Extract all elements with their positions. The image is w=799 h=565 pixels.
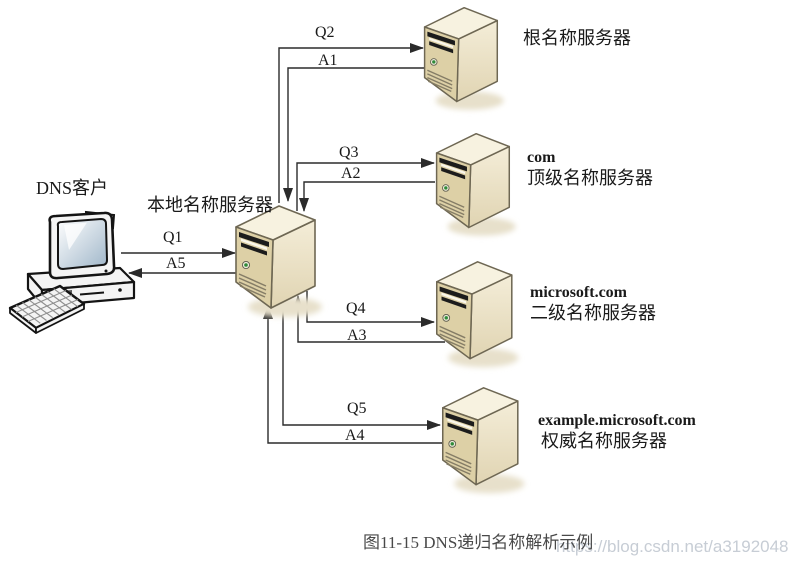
- authoritative-server-domain: example.microsoft.com: [538, 412, 696, 429]
- edge-label-a2: A2: [341, 165, 361, 182]
- authoritative-name-server-icon: [443, 388, 525, 493]
- edge-label-a4: A4: [345, 427, 365, 444]
- local-server-label: 本地名称服务器: [147, 195, 273, 215]
- second-level-server-domain: microsoft.com: [530, 284, 627, 301]
- edge-label-a3: A3: [347, 327, 367, 344]
- second-level-server-label: 二级名称服务器: [530, 303, 656, 323]
- authoritative-server-label: 权威名称服务器: [541, 431, 667, 451]
- local-name-server-icon: [236, 206, 322, 317]
- edge-label-q5: Q5: [347, 400, 367, 417]
- edge-q4-line: [306, 291, 435, 327]
- edge-a2-line: [299, 181, 435, 212]
- edge-label-q4: Q4: [346, 300, 366, 317]
- edge-label-a5: A5: [166, 255, 186, 272]
- second-level-name-server-icon: [437, 262, 519, 367]
- edge-q2-line: [278, 43, 424, 203]
- tld-name-server-icon: [437, 134, 516, 236]
- edge-a4-line: [263, 305, 444, 444]
- edge-label-q2: Q2: [315, 24, 335, 41]
- edge-q3-line: [296, 158, 435, 211]
- edge-q5-line: [282, 302, 441, 430]
- tld-server-domain: com: [527, 149, 556, 166]
- edge-label-q3: Q3: [339, 144, 359, 161]
- dns-client-label: DNS客户: [36, 178, 109, 198]
- root-name-server-icon: [425, 8, 504, 110]
- dns-client-icon: [8, 210, 136, 335]
- root-server-label: 根名称服务器: [523, 28, 631, 48]
- edge-label-q1: Q1: [163, 229, 183, 246]
- watermark-url: https://blog.csdn.net/a3192048: [556, 537, 789, 556]
- edge-a1-line: [283, 67, 424, 202]
- tld-server-label: 顶级名称服务器: [527, 168, 653, 188]
- figure-caption: 图11-15 DNS递归名称解析示例: [363, 533, 594, 552]
- edge-a3-line: [293, 295, 445, 343]
- edge-label-a1: A1: [318, 52, 338, 69]
